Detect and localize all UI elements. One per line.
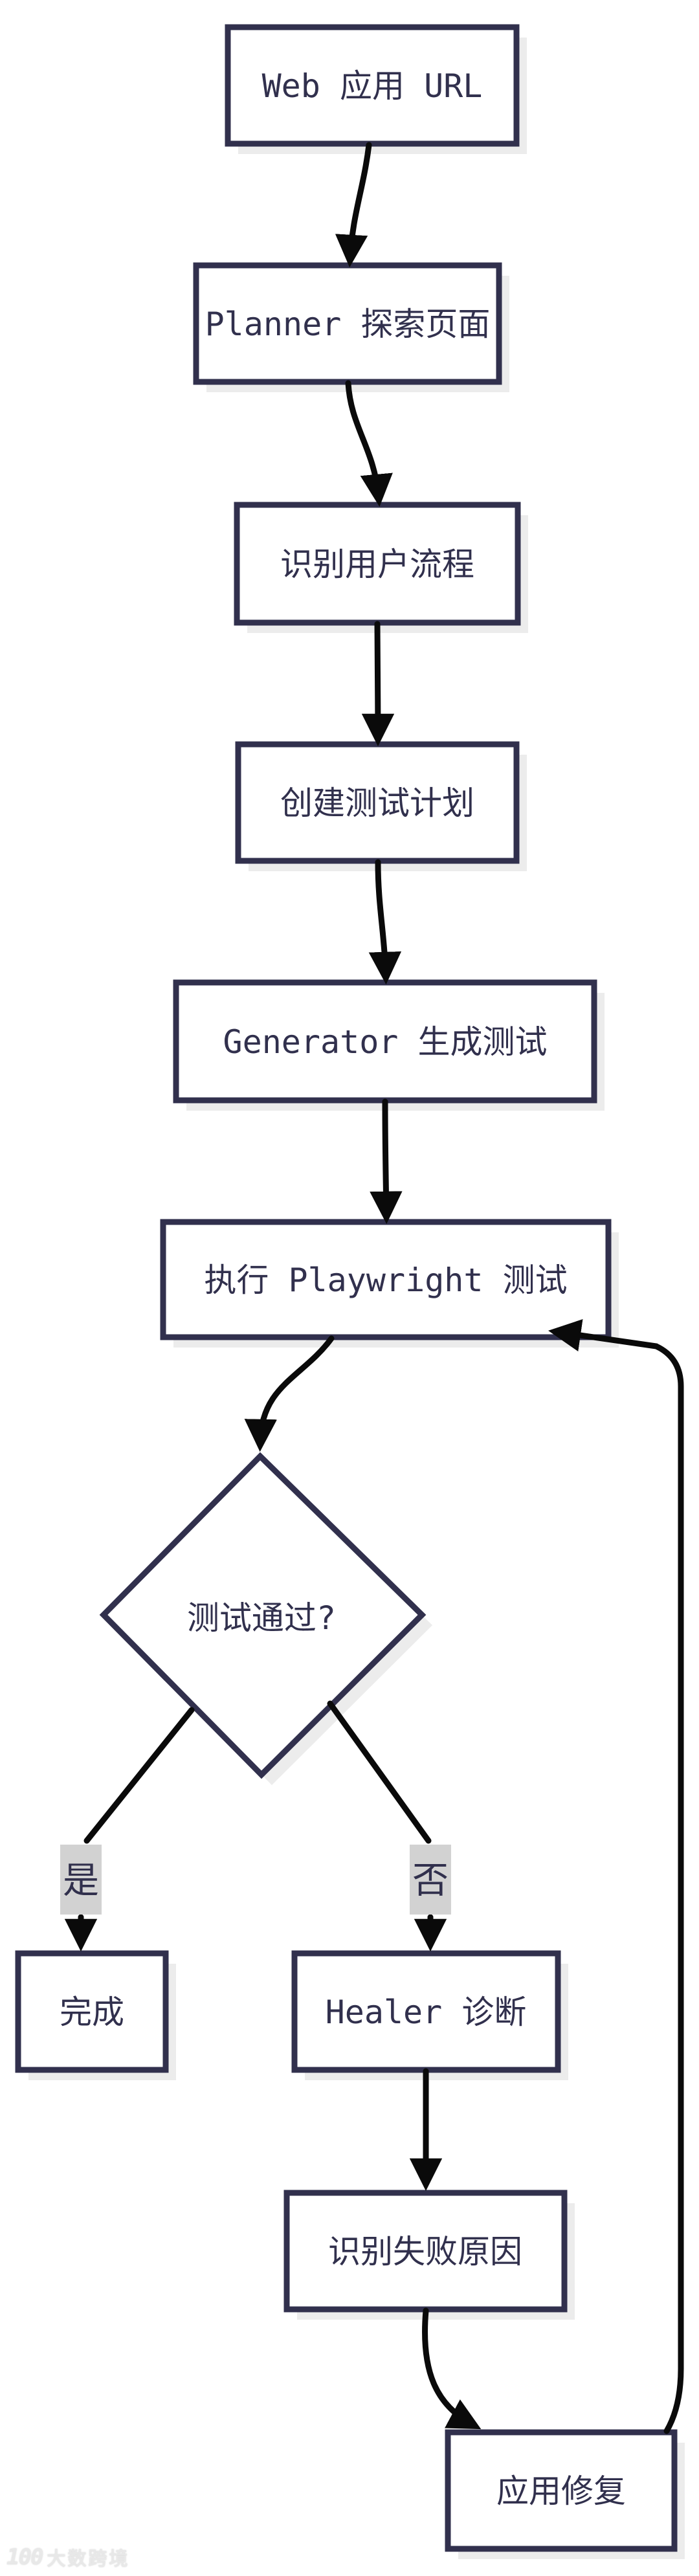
node-label: 创建测试计划: [280, 784, 474, 822]
edge-label-text: 是: [63, 1860, 99, 1902]
edge-createplan-to-generator: [368, 859, 402, 985]
edge-generator-to-run: [370, 1098, 403, 1225]
edge-applyfix-back-to-run: [548, 1319, 684, 2434]
edge-planner-to-identifyflows: [345, 380, 393, 507]
node-box: [160, 1219, 612, 1340]
edge-identifyflows-to-createplan: [361, 621, 395, 747]
node-identify-failure: 识别失败原因: [283, 2190, 575, 2320]
edge-weburl-to-planner: [335, 142, 372, 268]
watermark: 100 大数跨境: [6, 2546, 129, 2568]
node-create-test-plan: 创建测试计划: [235, 741, 527, 871]
edge-decision-to-no-label: [327, 1700, 432, 1844]
node-label: 完成: [60, 1993, 124, 2031]
node-label: 测试通过?: [187, 1599, 336, 1637]
node-box: [445, 2429, 678, 2552]
node-box: [99, 1452, 427, 1779]
node-label: 识别用户流程: [280, 546, 474, 583]
node-identify-flows: 识别用户流程: [234, 502, 528, 633]
edge-run-to-decision: [244, 1335, 335, 1452]
node-label: 执行 Playwright 测试: [204, 1261, 567, 1299]
node-label: Web 应用 URL: [262, 67, 483, 105]
node-box: [283, 2190, 568, 2313]
edge-label-text: 否: [412, 1860, 449, 1902]
node-label: Generator 生成测试: [223, 1023, 547, 1061]
node-box: [225, 24, 520, 147]
node-apply-fix: 应用修复: [445, 2429, 685, 2559]
node-done: 完成: [15, 1950, 176, 2080]
node-label: 应用修复: [496, 2472, 626, 2510]
watermark-logo-icon: 100: [6, 2544, 43, 2570]
edge-label-bg: [60, 1845, 102, 1915]
node-run-playwright: 执行 Playwright 测试: [160, 1219, 619, 1348]
node-label: Planner 探索页面: [205, 305, 491, 343]
edge-label-no: 否: [410, 1845, 451, 1915]
edge-identifyfailure-to-applyfix: [422, 2307, 482, 2430]
node-label: Healer 诊断: [326, 1993, 527, 2031]
watermark-brand-text: 大数跨境: [47, 2547, 130, 2570]
node-tests-pass-decision: 测试通过?: [99, 1452, 432, 1785]
node-label: 识别失败原因: [328, 2233, 522, 2271]
node-box: [193, 262, 502, 385]
node-box: [15, 1950, 169, 2073]
node-box: [291, 1950, 561, 2073]
node-healer-diagnose: Healer 诊断: [291, 1950, 568, 2080]
node-planner-explore: Planner 探索页面: [193, 262, 509, 392]
edge-label-bg: [410, 1845, 451, 1915]
edge-label-yes: 是: [60, 1845, 102, 1915]
node-web-app-url: Web 应用 URL: [225, 24, 527, 154]
edge-decision-to-yes-label: [83, 1707, 195, 1844]
node-generator-tests: Generator 生成测试: [173, 979, 605, 1111]
